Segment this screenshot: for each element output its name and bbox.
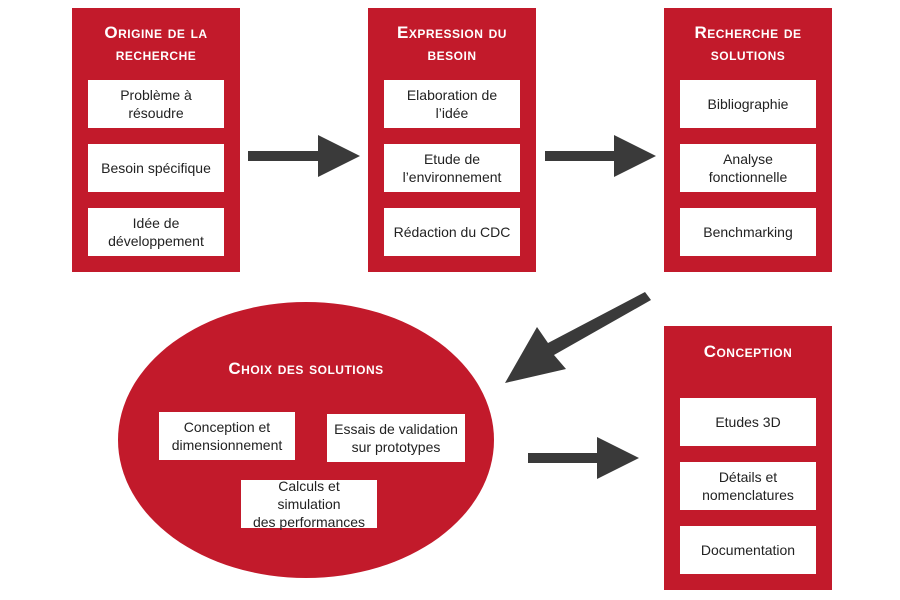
panel-origine: Origine de la recherche Problème à résou… [72, 8, 240, 272]
panel-title: Expression du besoin [397, 23, 507, 64]
item-idee-developpement: Idée de développement [88, 208, 224, 256]
panel-title: Origine de la recherche [104, 23, 208, 64]
item-etudes-3d: Etudes 3D [680, 398, 816, 446]
item-conception-dimensionnement: Conception et dimensionnement [159, 412, 295, 460]
item-elaboration-idee: Elaboration de l’idée [384, 80, 520, 128]
arrow-right-1 [248, 135, 360, 177]
item-essais-validation: Essais de validation sur prototypes [327, 414, 465, 462]
item-calculs-simulation: Calculs et simulation des performances [241, 478, 377, 530]
item-bibliographie: Bibliographie [680, 80, 816, 128]
ellipse-title: Choix des solutions [228, 359, 384, 378]
ellipse-choix-solutions: Choix des solutions Conception et dimens… [118, 302, 494, 578]
panel-title: Conception [703, 342, 793, 361]
item-documentation: Documentation [680, 526, 816, 574]
arrow-right-2 [545, 135, 656, 177]
arrow-right-3 [528, 437, 639, 479]
item-benchmarking: Benchmarking [680, 208, 816, 256]
item-probleme: Problème à résoudre [88, 80, 224, 128]
panel-conception: Conception Etudes 3D Détails et nomencla… [664, 326, 832, 590]
arrow-down-left [505, 292, 651, 383]
item-details-nomenclatures: Détails et nomenclatures [680, 462, 816, 510]
item-redaction-cdc: Rédaction du CDC [384, 208, 520, 256]
item-analyse-fonctionnelle: Analyse fonctionnelle [680, 144, 816, 192]
panel-title: Recherche de solutions [694, 23, 802, 64]
panel-expression: Expression du besoin Elaboration de l’id… [368, 8, 536, 272]
item-etude-environnement: Etude de l’environnement [384, 144, 520, 192]
panel-recherche: Recherche de solutions Bibliographie Ana… [664, 8, 832, 272]
item-besoin-specifique: Besoin spécifique [88, 144, 224, 192]
